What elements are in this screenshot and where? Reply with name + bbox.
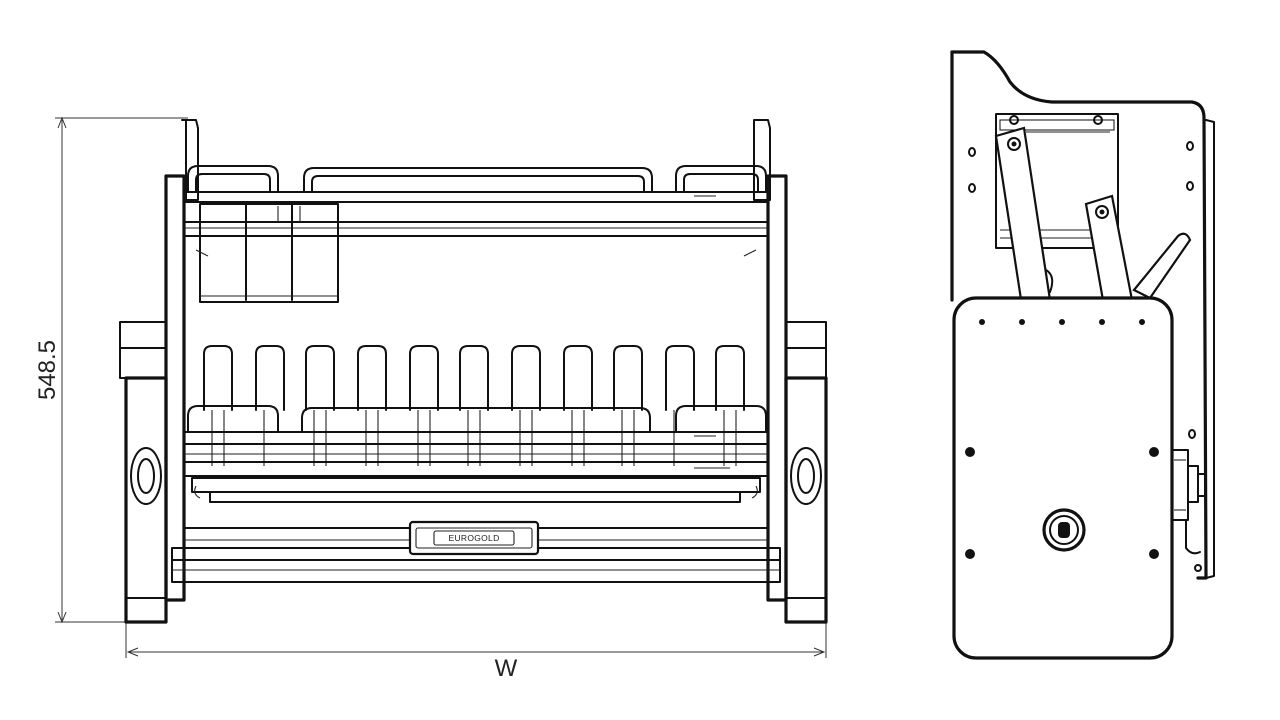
plate-rack [203, 345, 745, 466]
mounting-bracket [950, 50, 1215, 580]
height-label: 548.5 [34, 340, 61, 400]
front-view: EUROGOLD [119, 119, 828, 624]
brand-label: EUROGOLD [448, 533, 499, 543]
brand-plate: EUROGOLD [408, 520, 540, 556]
lower-rails [183, 405, 769, 503]
side-view [950, 50, 1215, 660]
width-label: W [495, 655, 518, 682]
basket-side-panel [952, 296, 1174, 660]
left-side-plate [119, 119, 199, 624]
width-dimension: W [125, 622, 827, 682]
right-side-plate [753, 119, 828, 624]
cutlery-holder [195, 203, 757, 303]
height-dimension: 548.5 [34, 116, 188, 624]
upper-rails [183, 165, 769, 237]
lift-mechanism [994, 113, 1192, 308]
side-fitting [1171, 449, 1207, 572]
